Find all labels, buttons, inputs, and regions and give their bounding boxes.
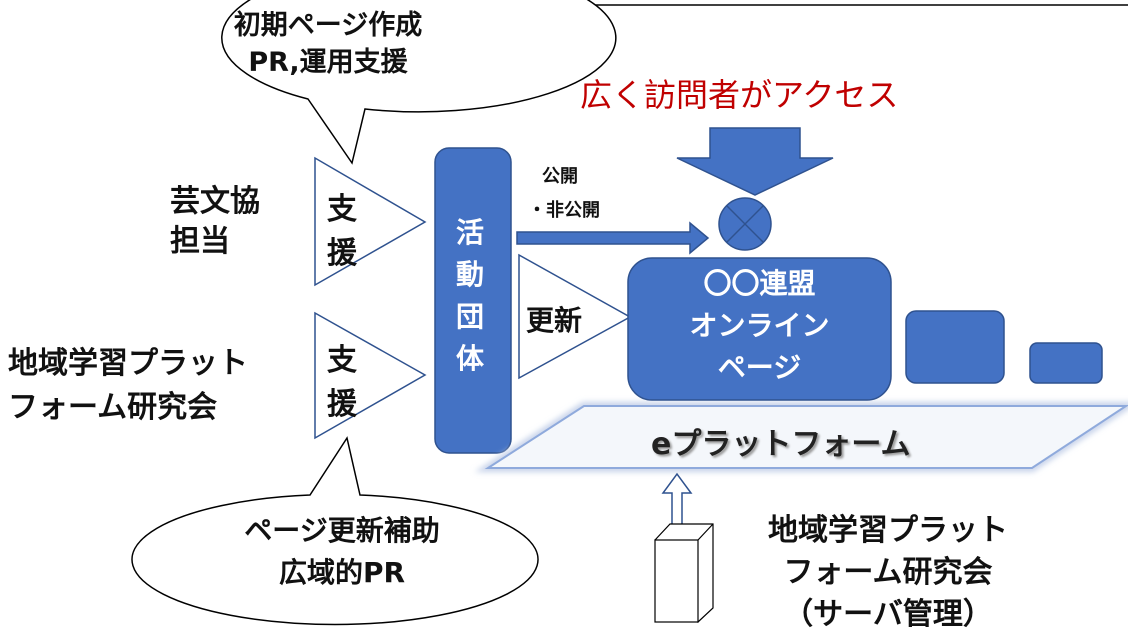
platform-label: eプラットフォーム bbox=[651, 427, 911, 462]
top-box-edge bbox=[552, 0, 1128, 6]
online-page-label: 〇〇連盟 オンライン ページ bbox=[628, 263, 891, 389]
server-box-icon bbox=[654, 523, 714, 623]
online-page-box bbox=[627, 257, 892, 401]
speech-bubble-bottom bbox=[131, 436, 539, 626]
research-group-line2: フォーム研究会 bbox=[8, 390, 218, 425]
activity-char2: 動 bbox=[456, 258, 485, 291]
top-bubble-text: 初期ページ作成 PR,運用支援 bbox=[178, 7, 478, 81]
small-page-box-2 bbox=[1029, 342, 1103, 384]
activity-group-box bbox=[434, 147, 512, 454]
publish-label: 公開 ・非公開 bbox=[528, 160, 600, 228]
support-label-upper: 支 援 bbox=[327, 188, 357, 276]
platform-shape bbox=[484, 405, 1128, 469]
geibunkyo-label: 芸文協 担当 bbox=[170, 182, 260, 262]
activity-char3: 団 bbox=[456, 300, 485, 333]
server-admin-line1: 地域学習プラット bbox=[768, 513, 1008, 548]
small-page-box-1 bbox=[905, 310, 1005, 384]
server-admin-line2: フォーム研究会 bbox=[783, 555, 993, 590]
bottom-bubble-line2: 広域的PR bbox=[278, 556, 406, 589]
activity-char1: 活 bbox=[456, 216, 485, 249]
visitor-down-arrow bbox=[676, 127, 834, 196]
support-label-lower: 支 援 bbox=[327, 339, 357, 427]
support-lower-char1: 支 bbox=[327, 343, 357, 378]
update-triangle bbox=[518, 253, 632, 380]
geibunkyo-line2: 担当 bbox=[170, 224, 230, 259]
support-upper-char2: 援 bbox=[327, 236, 357, 271]
geibunkyo-line1: 芸文協 bbox=[170, 184, 260, 219]
publish-line2: ・非公開 bbox=[528, 200, 600, 221]
top-bubble-line2: PR,運用支援 bbox=[248, 47, 408, 78]
online-page-line3: ページ bbox=[717, 351, 802, 384]
speech-bubble-top bbox=[221, 0, 617, 165]
visitor-access-label: 広く訪問者がアクセス bbox=[580, 76, 899, 114]
online-page-line1: 〇〇連盟 bbox=[703, 267, 816, 300]
publish-line1: 公開 bbox=[542, 166, 578, 187]
publish-arrow bbox=[516, 221, 710, 255]
online-page-line2: オンライン bbox=[689, 309, 830, 342]
server-up-arrow bbox=[661, 472, 693, 525]
research-group-label: 地域学習プラット フォーム研究会 bbox=[8, 342, 248, 430]
update-label: 更新 bbox=[526, 304, 583, 337]
circle-x-icon bbox=[718, 197, 772, 251]
activity-char4: 体 bbox=[456, 342, 485, 375]
server-admin-line3: （サーバ管理） bbox=[783, 597, 993, 632]
bottom-bubble-line1: ページ更新補助 bbox=[244, 514, 440, 547]
server-admin-label: 地域学習プラット フォーム研究会 （サーバ管理） bbox=[728, 510, 1048, 636]
support-upper-char1: 支 bbox=[327, 192, 357, 227]
bottom-bubble-text: ページ更新補助 広域的PR bbox=[172, 510, 512, 594]
top-bubble-line1: 初期ページ作成 bbox=[233, 10, 423, 41]
support-lower-char2: 援 bbox=[327, 387, 357, 422]
activity-group-label: 活 動 団 体 bbox=[456, 212, 484, 380]
research-group-line1: 地域学習プラット bbox=[8, 346, 248, 381]
support-triangle-upper bbox=[314, 156, 427, 287]
support-triangle-lower bbox=[314, 311, 427, 440]
